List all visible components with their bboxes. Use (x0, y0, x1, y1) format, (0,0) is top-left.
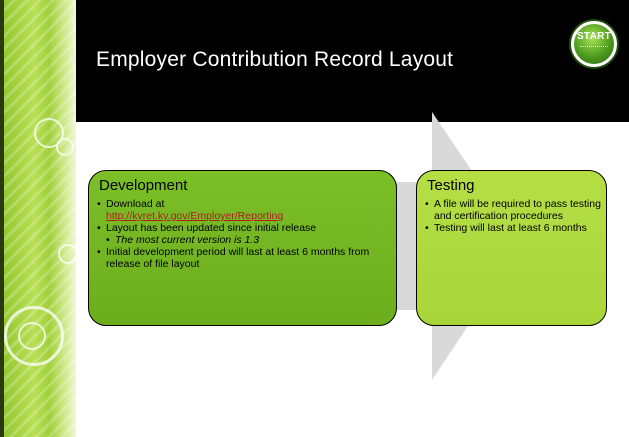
development-bullets: Download at http://kyret.ky.gov/Employer… (97, 198, 392, 270)
development-heading: Development (99, 177, 188, 194)
testing-bullets: A file will be required to pass testing … (425, 198, 602, 234)
decorative-left-strip (0, 0, 78, 437)
start-badge-label: START (576, 31, 612, 42)
decorative-circle (34, 118, 64, 148)
start-badge-icon: START (571, 21, 617, 67)
slide-title: Employer Contribution Record Layout (96, 48, 454, 71)
title-bar (76, 0, 629, 122)
list-item: Initial development period will last at … (97, 246, 392, 270)
download-text: Download at (106, 198, 165, 210)
decorative-circle (18, 322, 46, 350)
testing-box: Testing A file will be required to pass … (416, 170, 607, 326)
left-edge-line (0, 0, 4, 437)
development-box: Development Download at http://kyret.ky.… (88, 170, 397, 326)
decorative-circle (4, 306, 64, 366)
list-item: Layout has been updated since initial re… (97, 222, 392, 234)
list-item: Download at http://kyret.ky.gov/Employer… (97, 198, 392, 222)
reporting-link[interactable]: http://kyret.ky.gov/Employer/Reporting (106, 210, 284, 222)
start-badge-subtext (580, 46, 608, 49)
decorative-circle (56, 138, 74, 156)
list-item: A file will be required to pass testing … (425, 198, 602, 222)
list-sub-item: The most current version is 1.3 (97, 234, 392, 246)
testing-heading: Testing (427, 177, 475, 194)
decorative-circle (58, 244, 78, 264)
list-item: Testing will last at least 6 months (425, 222, 602, 234)
